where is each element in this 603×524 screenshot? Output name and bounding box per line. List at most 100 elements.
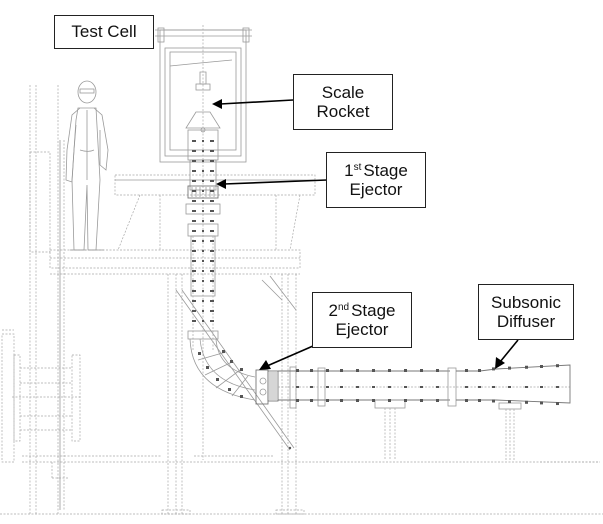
bolt bbox=[420, 386, 423, 388]
bolt bbox=[240, 395, 243, 398]
bolt bbox=[202, 260, 204, 262]
scale-rocket-arrowhead bbox=[212, 99, 222, 109]
bolt bbox=[210, 270, 214, 272]
scale-rocket-label: Scale Rocket bbox=[293, 74, 393, 130]
diffuser-pipe bbox=[278, 364, 600, 463]
bolt bbox=[192, 250, 196, 252]
second-stage-ordinal-suffix: nd bbox=[337, 301, 350, 313]
bolt bbox=[198, 352, 201, 355]
second-stage-arrowhead bbox=[259, 360, 271, 370]
bolt bbox=[192, 280, 196, 282]
bolt bbox=[202, 210, 204, 212]
bolt bbox=[192, 180, 196, 182]
bolt bbox=[388, 399, 391, 402]
bolt bbox=[404, 369, 407, 372]
bolt bbox=[525, 386, 528, 388]
bolt bbox=[210, 280, 214, 282]
subsonic-diffuser-arrowhead bbox=[495, 357, 505, 369]
bolt bbox=[508, 400, 511, 404]
bolt bbox=[202, 170, 204, 172]
bolt bbox=[356, 386, 359, 388]
bolt bbox=[192, 220, 196, 222]
test-cell-label: Test Cell bbox=[54, 15, 154, 49]
first-stage-line2: Ejector bbox=[349, 180, 403, 199]
bolt bbox=[210, 290, 214, 292]
bolt bbox=[202, 150, 204, 152]
bolt bbox=[202, 220, 204, 222]
bolt bbox=[436, 399, 439, 402]
bolt bbox=[210, 200, 214, 202]
bolt bbox=[192, 310, 196, 312]
bolt bbox=[192, 170, 196, 172]
bolt bbox=[210, 310, 214, 312]
bolt bbox=[210, 190, 214, 192]
bolt bbox=[340, 399, 343, 402]
subsonic-diffuser-line1: Subsonic bbox=[491, 292, 561, 312]
bolt bbox=[388, 386, 391, 388]
bolt bbox=[492, 386, 495, 388]
bolt bbox=[240, 368, 243, 371]
bolt bbox=[326, 369, 329, 372]
subsonic-diffuser-label: Subsonic Diffuser bbox=[478, 284, 574, 340]
bolt bbox=[492, 367, 495, 371]
elbow-bend bbox=[187, 330, 256, 401]
scale-rocket-arrow bbox=[219, 99, 294, 105]
bolt bbox=[192, 320, 196, 322]
bolt bbox=[192, 200, 196, 202]
bolt bbox=[210, 240, 214, 242]
bolt bbox=[228, 388, 231, 391]
bolt bbox=[310, 369, 313, 372]
bolt bbox=[420, 399, 423, 402]
bolt bbox=[492, 399, 495, 403]
first-stage-arrowhead bbox=[216, 179, 226, 189]
bolt bbox=[525, 400, 528, 404]
bolt bbox=[436, 386, 439, 388]
test-cell-chamber bbox=[155, 25, 252, 460]
bolt bbox=[202, 250, 204, 252]
left-structure bbox=[0, 85, 603, 515]
bolt bbox=[210, 210, 214, 212]
second-stage-word: Stage bbox=[351, 300, 396, 320]
platform bbox=[49, 174, 316, 515]
bolt bbox=[192, 290, 196, 292]
bolt bbox=[202, 270, 204, 272]
bolt bbox=[540, 365, 543, 368]
scale-rocket-line1: Scale bbox=[321, 82, 365, 102]
bolt bbox=[210, 220, 214, 222]
bolt bbox=[202, 240, 204, 242]
bolt bbox=[222, 350, 225, 353]
bolt bbox=[210, 230, 214, 232]
bolt bbox=[556, 386, 559, 388]
bolt bbox=[478, 399, 481, 402]
stack-bolts bbox=[192, 140, 214, 322]
bolt bbox=[540, 401, 543, 405]
bolt bbox=[202, 290, 204, 292]
bolt bbox=[310, 399, 313, 402]
subsonic-diffuser-line2: Diffuser bbox=[496, 312, 556, 331]
bolt bbox=[540, 386, 543, 388]
bolt bbox=[202, 300, 204, 302]
first-stage-ordinal: 1 bbox=[344, 160, 354, 180]
second-stage-line2: Ejector bbox=[335, 320, 389, 339]
pipe-bolts bbox=[296, 364, 559, 406]
test-cell-text: Test Cell bbox=[71, 22, 137, 42]
first-stage-ordinal-suffix: st bbox=[353, 161, 362, 173]
bolt bbox=[310, 386, 313, 388]
bolt bbox=[202, 140, 204, 142]
bolt bbox=[202, 280, 204, 282]
bolt bbox=[202, 180, 204, 182]
bolt bbox=[202, 230, 204, 232]
bolt bbox=[192, 190, 196, 192]
callout-arrows bbox=[212, 99, 519, 370]
bolt bbox=[210, 150, 214, 152]
elbow-bolts bbox=[198, 350, 243, 398]
bolt bbox=[372, 369, 375, 372]
subsonic-diffuser-arrow bbox=[499, 339, 519, 363]
bolt bbox=[404, 399, 407, 402]
bolt bbox=[210, 140, 214, 142]
